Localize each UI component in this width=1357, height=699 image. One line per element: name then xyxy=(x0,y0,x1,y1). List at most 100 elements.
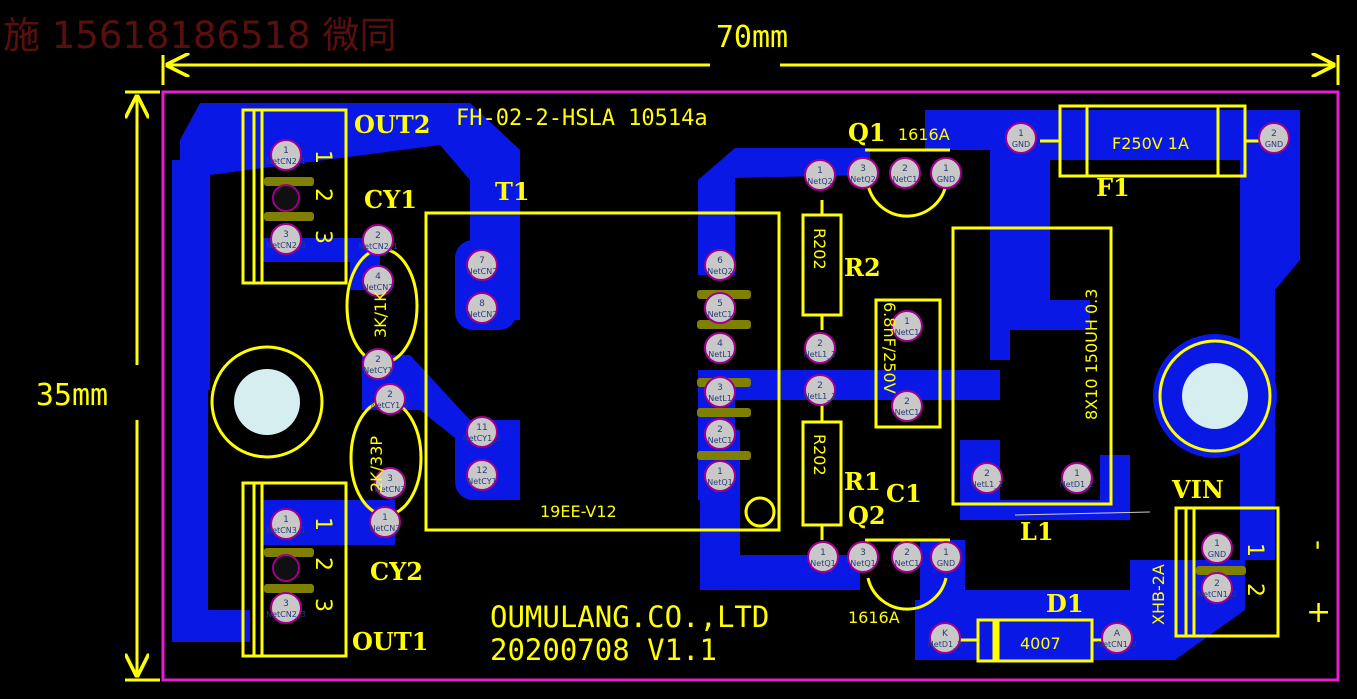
pad-circle xyxy=(1201,532,1233,564)
pad-circle xyxy=(891,310,923,342)
pad-number: 1 xyxy=(382,513,388,523)
pad-net-label: NetCY1_2 xyxy=(371,401,410,410)
value-q2: 1616A xyxy=(848,608,900,627)
value-r2: R202 xyxy=(810,228,829,270)
pad-circle xyxy=(362,224,394,256)
designator-c1: C1 xyxy=(886,479,922,508)
pad-number: 1 xyxy=(943,164,949,174)
company-name: OUMULANG.CO.,LTD xyxy=(490,600,769,634)
pad-number: 2 xyxy=(717,425,723,435)
pad-net-label: GND xyxy=(1208,550,1226,559)
designator-vin: VIN xyxy=(1171,475,1224,504)
pad-net-label: NetCN2_1 xyxy=(358,242,398,251)
copper-bottom-run xyxy=(700,430,860,590)
pad-net-label: NetCN3 xyxy=(375,485,406,494)
pad-number: 2 xyxy=(984,469,990,479)
designator-l1: L1 xyxy=(1020,517,1054,546)
pad-net-label: NetCN2_3 xyxy=(266,610,306,619)
mounting-hole-right xyxy=(1153,334,1277,458)
pad-number: 12 xyxy=(476,466,487,476)
pad-circle xyxy=(270,592,302,624)
value-d1: 4007 xyxy=(1020,634,1061,653)
designator-q2: Q2 xyxy=(848,501,886,530)
out2-connector-outline xyxy=(241,108,348,285)
pad-net-label: NetD1_2 xyxy=(928,640,962,649)
pad-number: 3 xyxy=(717,383,723,393)
pad-circle xyxy=(374,467,406,499)
t1-outline xyxy=(424,211,781,532)
pad-net-label: NetCY1 xyxy=(467,477,496,486)
c1-outline xyxy=(874,298,942,429)
pad-number: 2 xyxy=(1271,129,1277,139)
pad-net-label: NetCN2 xyxy=(363,283,394,292)
pad-net-label: NetC1 xyxy=(893,175,918,184)
pad-circle xyxy=(374,383,406,415)
value-t1: 19EE-V12 xyxy=(540,502,617,521)
value-cy2: 2K/33P xyxy=(367,436,386,492)
polarity-minus: - xyxy=(1303,540,1336,550)
pad-net-label: GND xyxy=(1265,140,1283,149)
pad-circle xyxy=(466,249,498,281)
pad-number: 2 xyxy=(375,231,381,241)
pad-number: 5 xyxy=(717,299,723,309)
pad-net-label: NetD1_2 xyxy=(1060,480,1094,489)
pad-net-label: NetCN2 xyxy=(467,310,498,319)
pad-circle xyxy=(369,506,401,538)
pad-number: 1 xyxy=(1214,539,1220,549)
pad-circle xyxy=(1061,462,1093,494)
pad-net-label: NetC1 xyxy=(895,408,920,417)
vin-pin-number-1: 1 xyxy=(1242,543,1267,557)
pad-circle xyxy=(704,418,736,450)
pad-circle xyxy=(891,390,923,422)
pad-number: 2 xyxy=(375,355,381,365)
pad-circle xyxy=(270,508,302,540)
pad-number: 2 xyxy=(387,390,393,400)
q2-outline xyxy=(865,538,950,611)
pad-net-label: NetQ1 xyxy=(707,478,732,487)
value-r1: R202 xyxy=(810,434,829,476)
pad-net-label: NetL1_2 xyxy=(804,350,837,359)
pad-circle xyxy=(929,622,961,654)
pad-net-label: NetC1 xyxy=(895,328,920,337)
pad-number: 8 xyxy=(479,299,485,309)
copper-left-bottom xyxy=(172,430,250,642)
pad-net-label: NetCN3 xyxy=(370,524,401,533)
pad-circle xyxy=(930,541,962,573)
vin-connector-outline xyxy=(1174,506,1280,638)
pad-circle xyxy=(466,416,498,448)
watermark: 施 15618186518 微同 xyxy=(3,14,396,57)
pad-number: 2 xyxy=(1214,579,1220,589)
pad-number: 2 xyxy=(902,164,908,174)
designator-t1: T1 xyxy=(495,177,530,206)
pad-layer: 1NetCN2_13NetCN2_31NetCN3_13NetCN2_32Net… xyxy=(266,122,1290,654)
pad-circle xyxy=(1258,122,1290,154)
out1-key-pad xyxy=(272,554,300,582)
pad-net-label: NetCY1 xyxy=(363,366,392,375)
dimension-lines xyxy=(125,55,1340,682)
pad-net-label: NetCN2 xyxy=(467,267,498,276)
pad-net-label: NetCN2_1 xyxy=(266,157,306,166)
pad-circle xyxy=(466,292,498,324)
pad-number: 7 xyxy=(479,256,485,266)
designator-r1: R1 xyxy=(844,467,881,496)
pad-number: 3 xyxy=(387,474,393,484)
pad-net-label: NetCN2_3 xyxy=(266,241,306,250)
out1-pin-number-1: 1 xyxy=(310,517,335,531)
pad-circle xyxy=(804,159,836,191)
pad-number: 2 xyxy=(904,397,910,407)
l1-outline xyxy=(951,226,1113,506)
pad-number: 1 xyxy=(904,317,910,327)
